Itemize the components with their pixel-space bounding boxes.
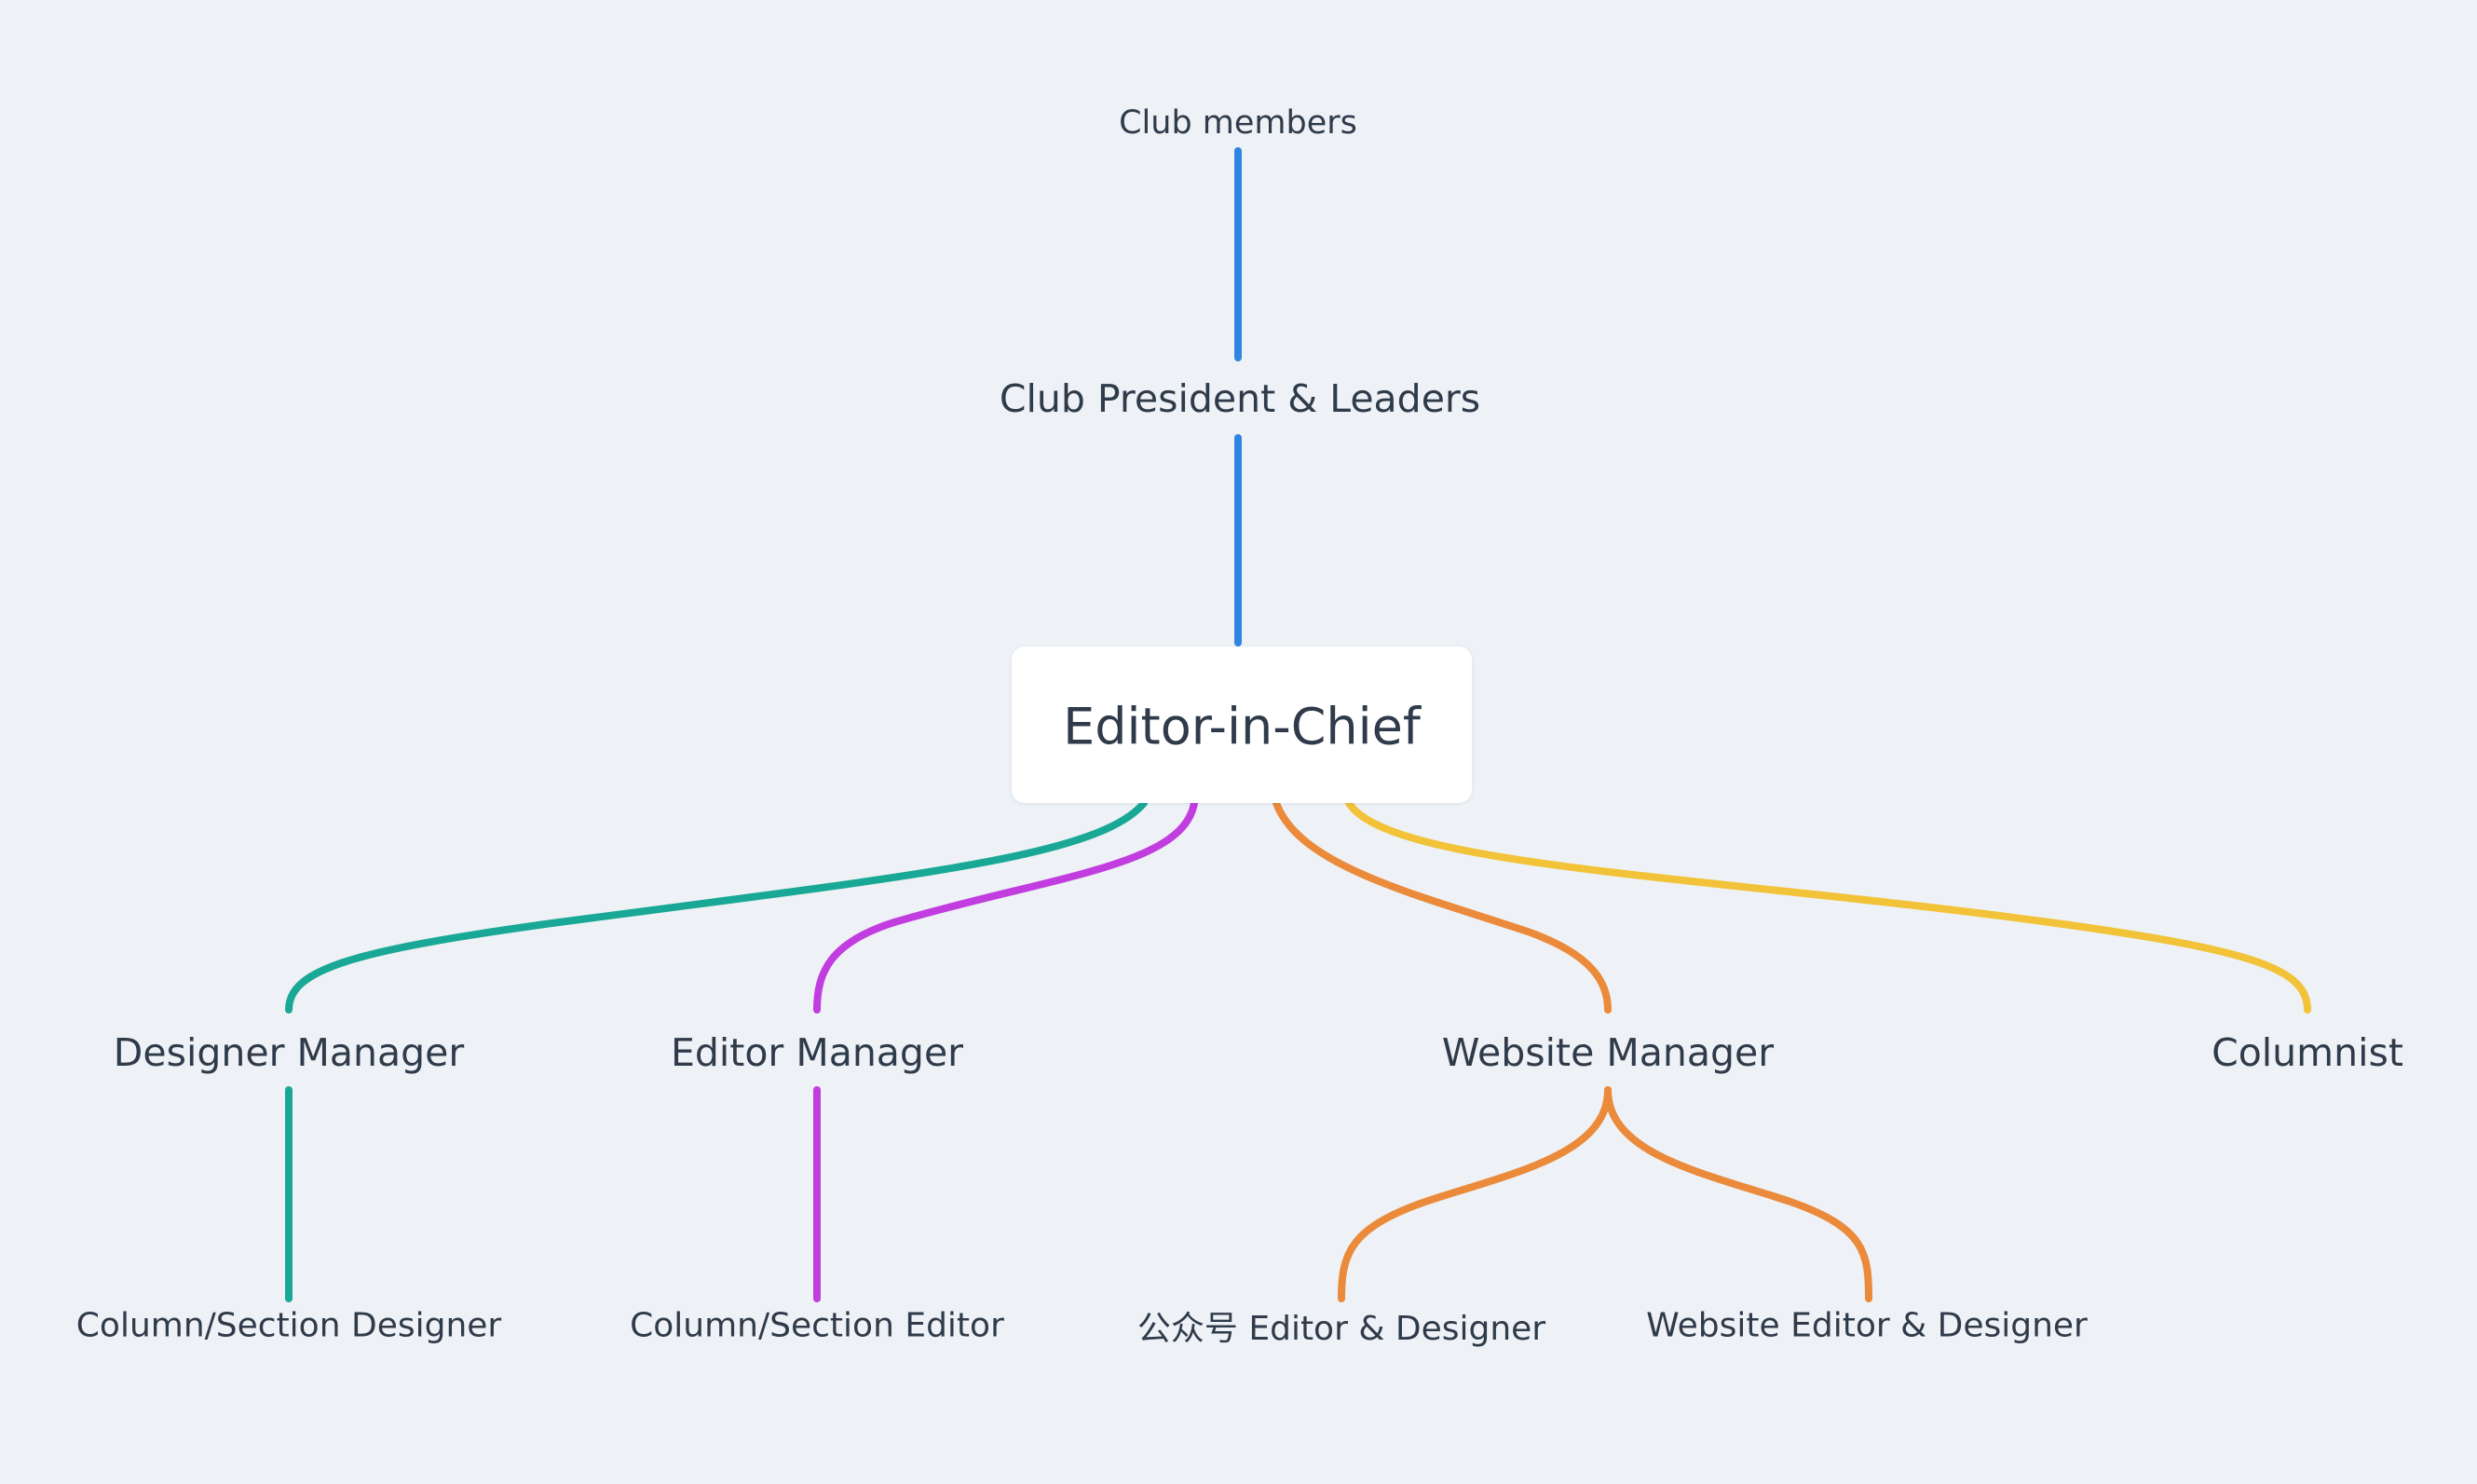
edge-website-manager-wechat-editor — [1338, 1086, 1612, 1302]
node-wechat-editor-designer[interactable]: 公众号 Editor & Designer — [1136, 1310, 1546, 1348]
edge-chief-editor-manager — [813, 799, 1198, 1014]
edge-chief-designer-manager — [285, 799, 1148, 1014]
node-editor-in-chief[interactable]: Editor-in-Chief — [1063, 697, 1421, 756]
root-node-box[interactable] — [1012, 647, 1472, 803]
edge-chief-website-manager — [1273, 799, 1612, 1014]
edge-website-manager-website-editor — [1604, 1086, 1872, 1302]
edge-chief-columnist — [1345, 799, 2311, 1014]
node-column-section-editor[interactable]: Column/Section Editor — [630, 1306, 1004, 1345]
node-designer-manager[interactable]: Designer Manager — [113, 1030, 465, 1075]
node-website-editor-designer[interactable]: Website Editor & Designer — [1646, 1306, 2088, 1345]
node-club-president-leaders[interactable]: Club President & Leaders — [999, 376, 1481, 421]
node-club-members[interactable]: Club members — [1119, 104, 1357, 142]
node-columnist[interactable]: Columnist — [2212, 1030, 2403, 1075]
node-website-manager[interactable]: Website Manager — [1441, 1030, 1775, 1075]
node-column-section-designer[interactable]: Column/Section Designer — [75, 1306, 502, 1345]
node-editor-manager[interactable]: Editor Manager — [670, 1030, 964, 1075]
